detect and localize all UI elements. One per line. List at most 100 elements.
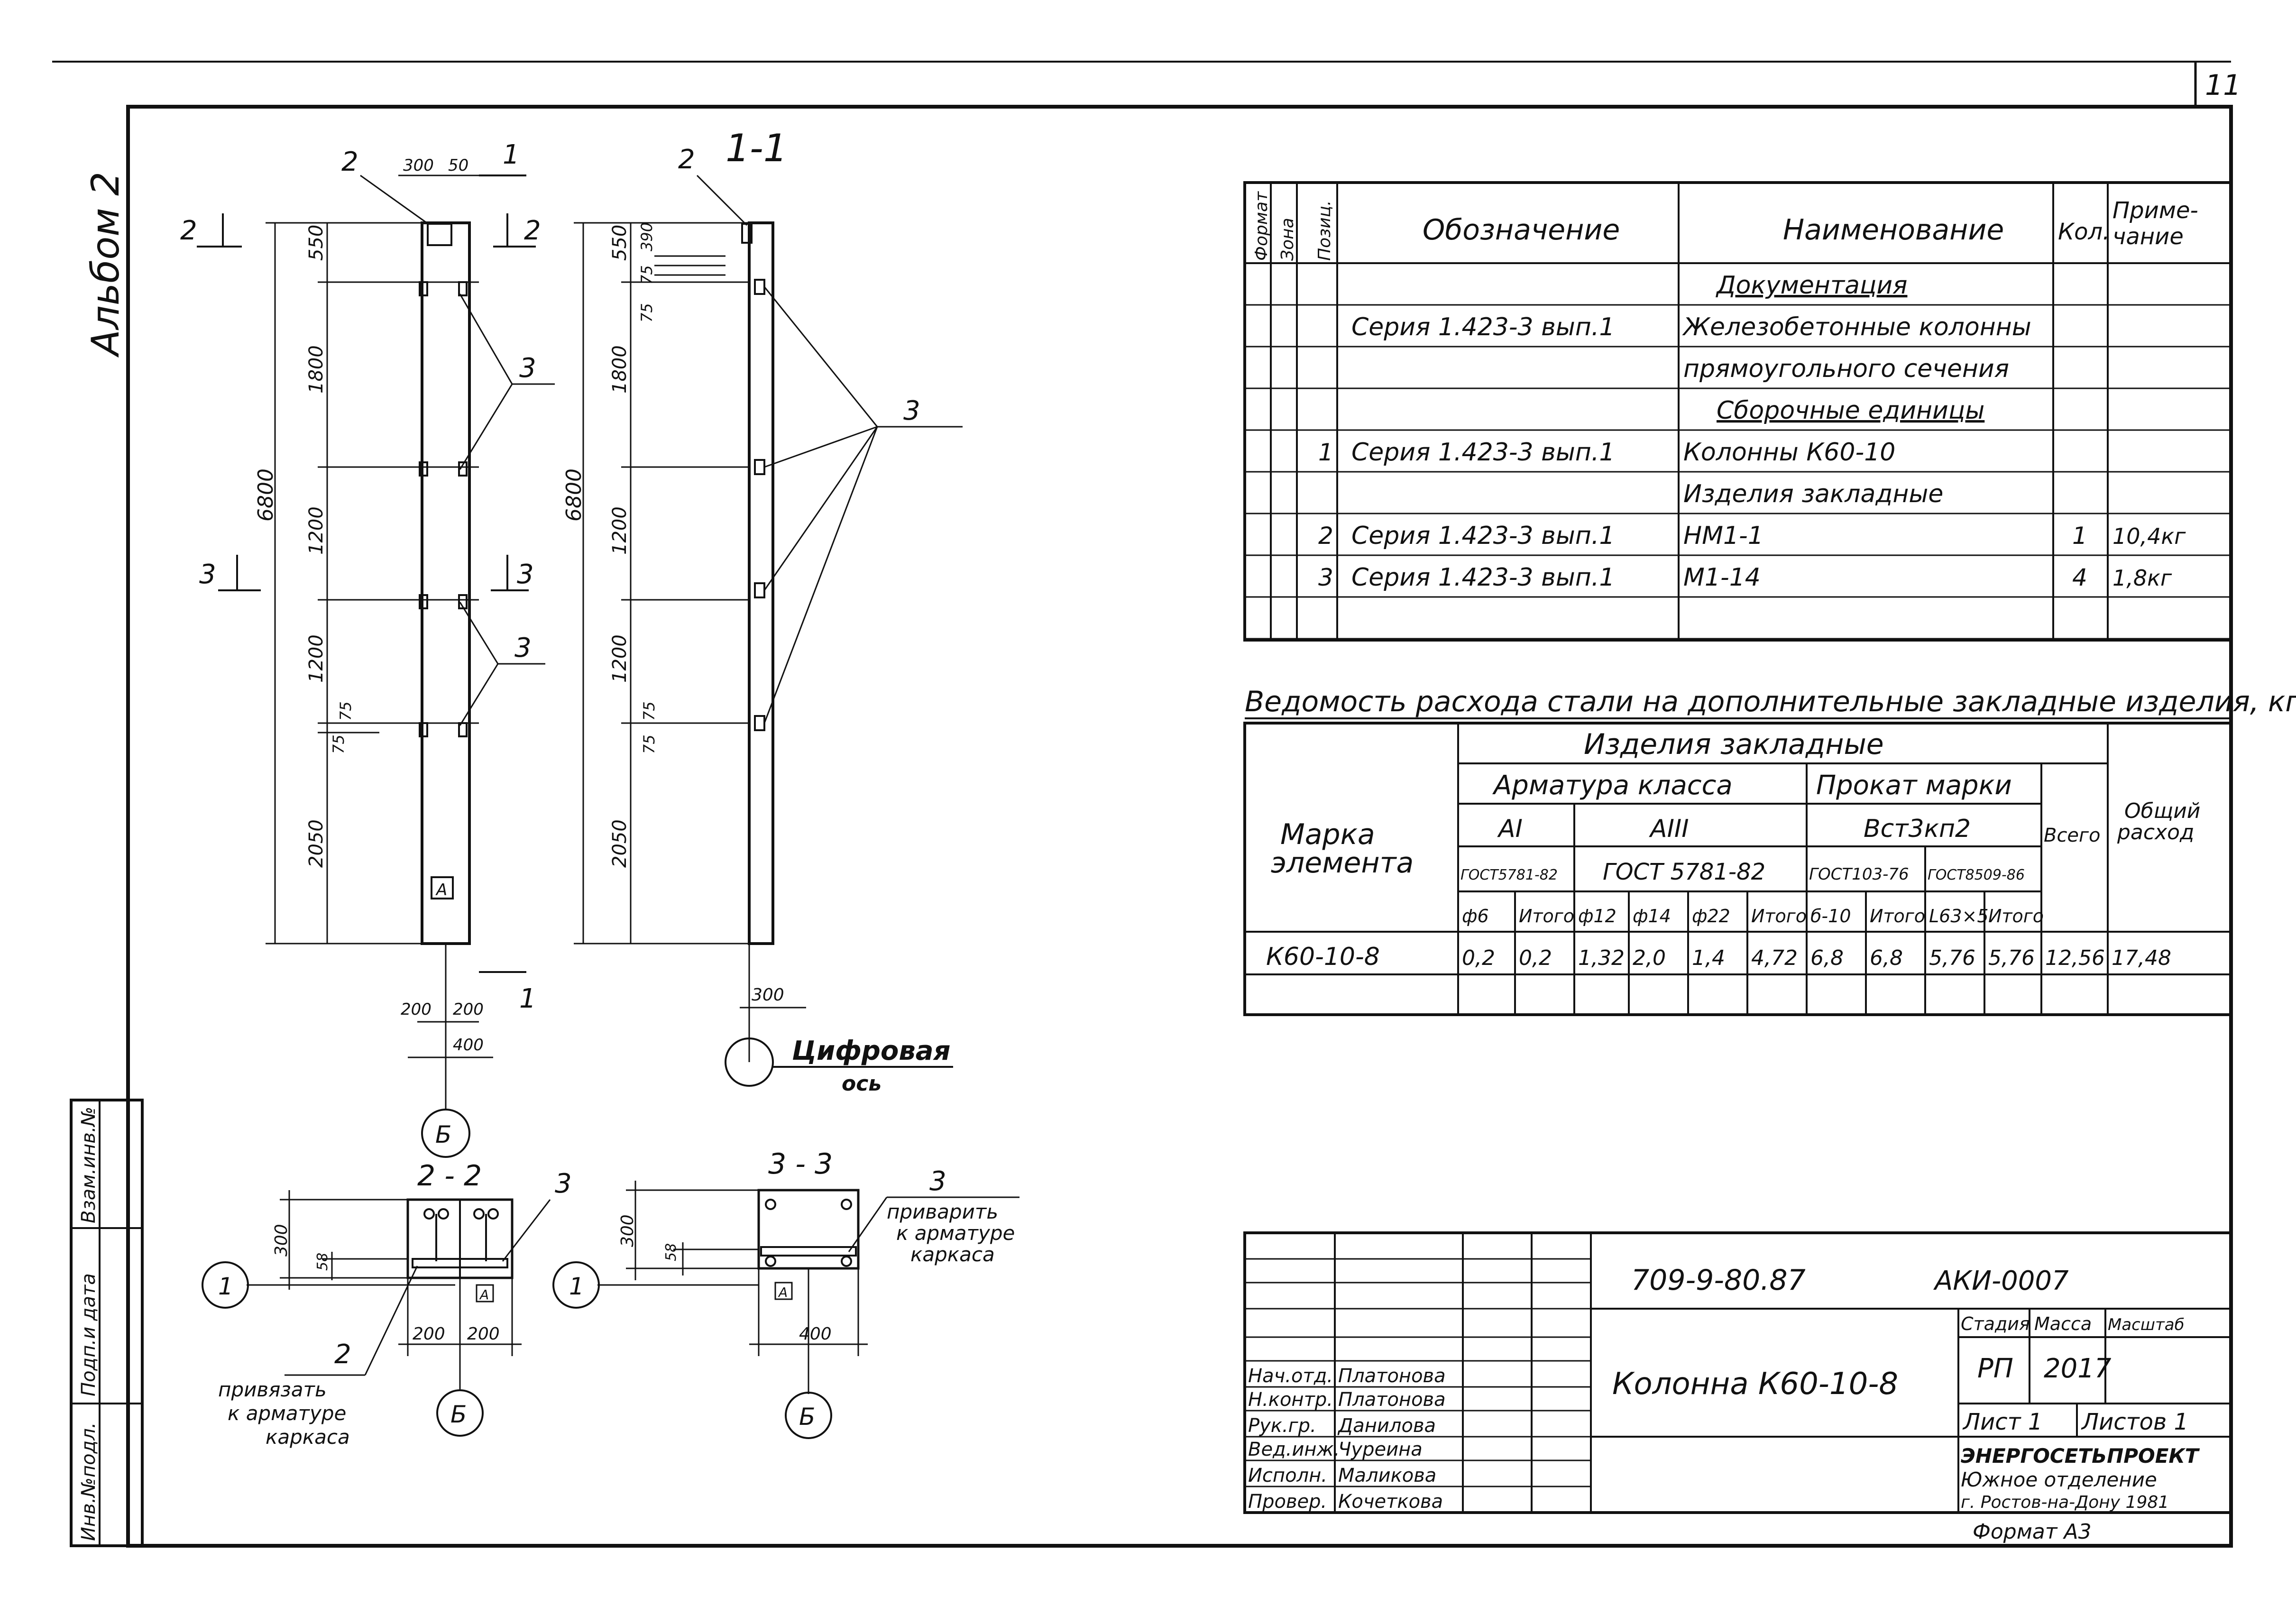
steel-h-arm: Арматура класса: [1492, 770, 1733, 801]
s33-label-3: 3: [929, 1166, 946, 1197]
s11-label-3: 3: [903, 395, 920, 426]
tb-org3: г. Ростов-на-Дону 1981: [1961, 1493, 2169, 1512]
s11-dim-300: 300: [752, 985, 784, 1005]
steel-row-value: 12,56: [2045, 946, 2105, 970]
steel-h-ai: АI: [1497, 815, 1523, 843]
digital-axis-label: Цифровая: [792, 1036, 951, 1066]
sec-1-top: 1: [503, 139, 520, 170]
dim-b-200a: 200: [401, 1000, 432, 1019]
s22-label-3: 3: [555, 1168, 572, 1199]
s11-seg-4: 1200: [609, 634, 631, 683]
tb-code: 709-9-80.87: [1631, 1264, 1806, 1297]
dim-top-50: 50: [448, 156, 468, 175]
spec-row-name: Изделия закладные: [1683, 480, 1943, 508]
sec-3-left: 3: [199, 559, 216, 590]
steel-h-prok: Прокат марки: [1816, 770, 2012, 801]
dim-seg-1: 550: [305, 225, 327, 261]
dim-seg-3: 1200: [305, 506, 327, 555]
tb-staff-role: Провер.: [1248, 1491, 1327, 1513]
s33-note-3: каркаса: [910, 1243, 995, 1266]
s22-dim-200a: 200: [413, 1324, 445, 1344]
s11-seg-1: 550: [609, 225, 631, 261]
tb-mass-h: Масса: [2034, 1313, 2092, 1334]
steel-row-value: 6,8: [1810, 946, 1844, 970]
sec-2-right: 2: [524, 215, 541, 246]
axis-bubble-b: [421, 1109, 470, 1158]
tb-staff-role: Нач.отд.: [1248, 1365, 1333, 1387]
s33-axis-b-label: Б: [799, 1403, 815, 1431]
steel-row-value: 5,76: [1988, 946, 2035, 970]
axis-b-label: Б: [435, 1121, 451, 1148]
tb-staff-role: Рук.гр.: [1248, 1415, 1316, 1437]
steel-col-header: ф6: [1462, 906, 1489, 927]
tb-staff-role: Исполн.: [1248, 1465, 1327, 1486]
spec-row-name: Железобетонные колонны: [1682, 313, 2031, 341]
s33-axis-1-label: 1: [569, 1273, 584, 1300]
tb-sheet: Лист 1: [1962, 1409, 2042, 1435]
dim-small-1: 75: [337, 701, 355, 721]
tb-staff: Нач.отд.ПлатоноваН.контр.ПлатоноваРук.гр…: [1248, 1365, 1446, 1513]
elevation-dimensions: [266, 222, 479, 945]
tb-staff-name: Данилова: [1337, 1415, 1436, 1437]
steel-col-header: ф22: [1692, 906, 1730, 927]
side-stamp: Инв.№подл. Подп.и дата Взам.инв.№: [70, 1099, 144, 1547]
steel-row-value: 1,4: [1692, 946, 1725, 970]
leader-3-b: 3: [514, 633, 532, 663]
spec-row-pos: 3: [1318, 564, 1333, 591]
s22-axis-b: [436, 1389, 484, 1437]
stamp-sign: Подп.и дата: [78, 1273, 100, 1396]
label-2: 2: [341, 147, 358, 177]
dim-seg-2: 1800: [305, 345, 327, 394]
steel-row-value: 1,32: [1578, 946, 1625, 970]
s22-axis-b-label: Б: [450, 1401, 467, 1428]
steel-row-mark: К60-10-8: [1266, 943, 1380, 971]
digital-axis-label-2: ось: [842, 1072, 882, 1096]
dim-b-400: 400: [453, 1036, 484, 1055]
spec-row-prim: 10,4кг: [2112, 523, 2186, 549]
steel-row-value: 5,76: [1929, 946, 1975, 970]
tb-staff-name: Чуреина: [1338, 1439, 1423, 1460]
s33-title: 3 - 3: [768, 1147, 833, 1181]
spec-h-zone: Зона: [1278, 218, 1297, 261]
spec-h-kol: Кол.: [2058, 219, 2110, 245]
steel-table: Ведомость расхода стали на дополнительны…: [1243, 685, 2296, 1016]
steel-col-header: Итого: [1988, 906, 2044, 927]
spec-row-name: НМ1-1: [1683, 522, 1763, 550]
section-2-2: 2 - 2 А 300 58 200 200 1 Б: [202, 1159, 572, 1449]
spec-row-name: Колонны К60-10: [1683, 438, 1895, 467]
spec-row-kol: 1: [2072, 522, 2087, 550]
section-3-3: 3 - 3 А 300 58 400 1 Б 3 пр: [552, 1147, 1019, 1439]
s11-75c: 75: [640, 701, 658, 721]
tb-staff-name: Платонова: [1338, 1365, 1446, 1387]
stamp-replace: Взам.инв.№: [78, 1107, 100, 1223]
section-1-1: 1-1 6800 550 1800 1200 1200 2050 39: [562, 126, 963, 1096]
steel-row-value: 0,2: [1462, 946, 1495, 970]
spec-h-format: Формат: [1252, 191, 1271, 261]
steel-col-header: Итого: [1519, 906, 1574, 927]
steel-col-header: Итого: [1751, 906, 1807, 927]
steel-h-gost4: ГОСТ8509-86: [1928, 867, 2025, 883]
steel-row-value: 0,2: [1519, 946, 1552, 970]
steel-h-aiii: АIII: [1649, 815, 1689, 843]
s33-dim-400: 400: [799, 1324, 832, 1344]
steel-col-header: L63×5: [1929, 906, 1989, 927]
steel-col-header: б-10: [1810, 906, 1851, 927]
steel-title: Ведомость расхода стали на дополнительны…: [1245, 685, 2296, 718]
spec-row-name: Сборочные единицы: [1717, 396, 1984, 425]
steel-h-obsh: Общий: [2124, 799, 2200, 823]
s22-title: 2 - 2: [417, 1159, 482, 1193]
tb-staff-name: Платонова: [1338, 1389, 1446, 1411]
mark-a: А: [435, 881, 447, 899]
steel-h-gost3: ГОСТ103-76: [1809, 865, 1909, 884]
steel-h-vst: Вст3кп2: [1864, 815, 1971, 843]
spec-row-name: прямоугольного сечения: [1683, 355, 2009, 383]
section-1-1-body: [748, 221, 774, 945]
s22-note-3: каркаса: [266, 1425, 350, 1449]
spec-row-prim: 1,8кг: [2112, 565, 2172, 591]
steel-col-header: ф12: [1578, 906, 1616, 927]
tb-scale-h: Масштаб: [2108, 1315, 2185, 1334]
